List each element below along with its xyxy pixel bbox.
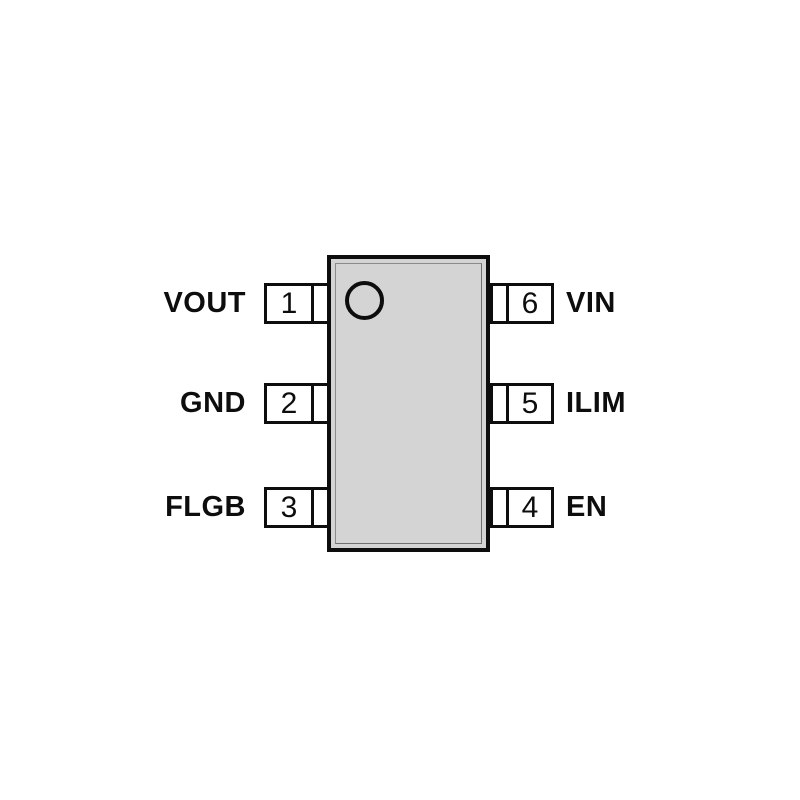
pin-label-vout: VOUT (163, 287, 246, 319)
pin-lead-4[interactable]: 4 (490, 487, 554, 528)
lead-divider (311, 383, 314, 424)
pin-label-ilim: ILIM (566, 387, 626, 419)
pin-lead-2[interactable]: 2 (264, 383, 330, 424)
pin-lead-1[interactable]: 1 (264, 283, 330, 324)
pin-number-5: 5 (521, 386, 539, 420)
pin-lead-6[interactable]: 6 (490, 283, 554, 324)
pin-label-gnd: GND (180, 387, 246, 419)
pin-lead-3[interactable]: 3 (264, 487, 330, 528)
lead-divider (311, 283, 314, 324)
pin-1-indicator-dot-icon (345, 281, 384, 320)
pin-label-en: EN (566, 491, 608, 523)
lead-divider (506, 487, 509, 528)
pin-number-1: 1 (280, 286, 298, 320)
pin-label-flgb: FLGB (165, 491, 246, 523)
pin-number-3: 3 (280, 490, 298, 524)
pin-number-4: 4 (521, 490, 539, 524)
lead-divider (311, 487, 314, 528)
pin-lead-5[interactable]: 5 (490, 383, 554, 424)
pin-label-vin: VIN (566, 287, 616, 319)
pin-number-6: 6 (521, 286, 539, 320)
pin-number-2: 2 (280, 386, 298, 420)
lead-divider (506, 283, 509, 324)
lead-divider (506, 383, 509, 424)
